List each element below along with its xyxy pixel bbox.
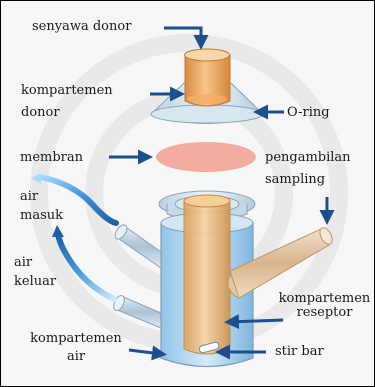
label-air-masuk-line2: masuk	[20, 208, 63, 223]
label-stir-bar: stir bar	[275, 344, 324, 359]
label-kompartemen-reseptor-line2: reseptor	[277, 305, 372, 320]
label-membran: membran	[20, 150, 83, 165]
label-kompartemen-reseptor-line1: kompartemen	[277, 291, 372, 306]
label-kompartemen-air-line2: air	[24, 349, 128, 364]
label-air-masuk-line1: air	[20, 189, 38, 204]
label-air-keluar-line1: air	[14, 255, 32, 270]
label-air-keluar-line2: keluar	[14, 274, 56, 289]
label-kompartemen-donor-line1: kompartemen	[21, 83, 113, 98]
label-senyawa-donor: senyawa donor	[32, 19, 131, 34]
membrane	[156, 142, 256, 172]
label-pengambilan-line2: sampling	[265, 172, 325, 187]
label-kompartemen-air-line1: kompartemen	[24, 331, 128, 346]
label-o-ring: O-ring	[287, 105, 330, 120]
label-pengambilan-line1: pengambilan	[265, 150, 351, 165]
label-kompartemen-donor-line2: donor	[21, 105, 60, 120]
